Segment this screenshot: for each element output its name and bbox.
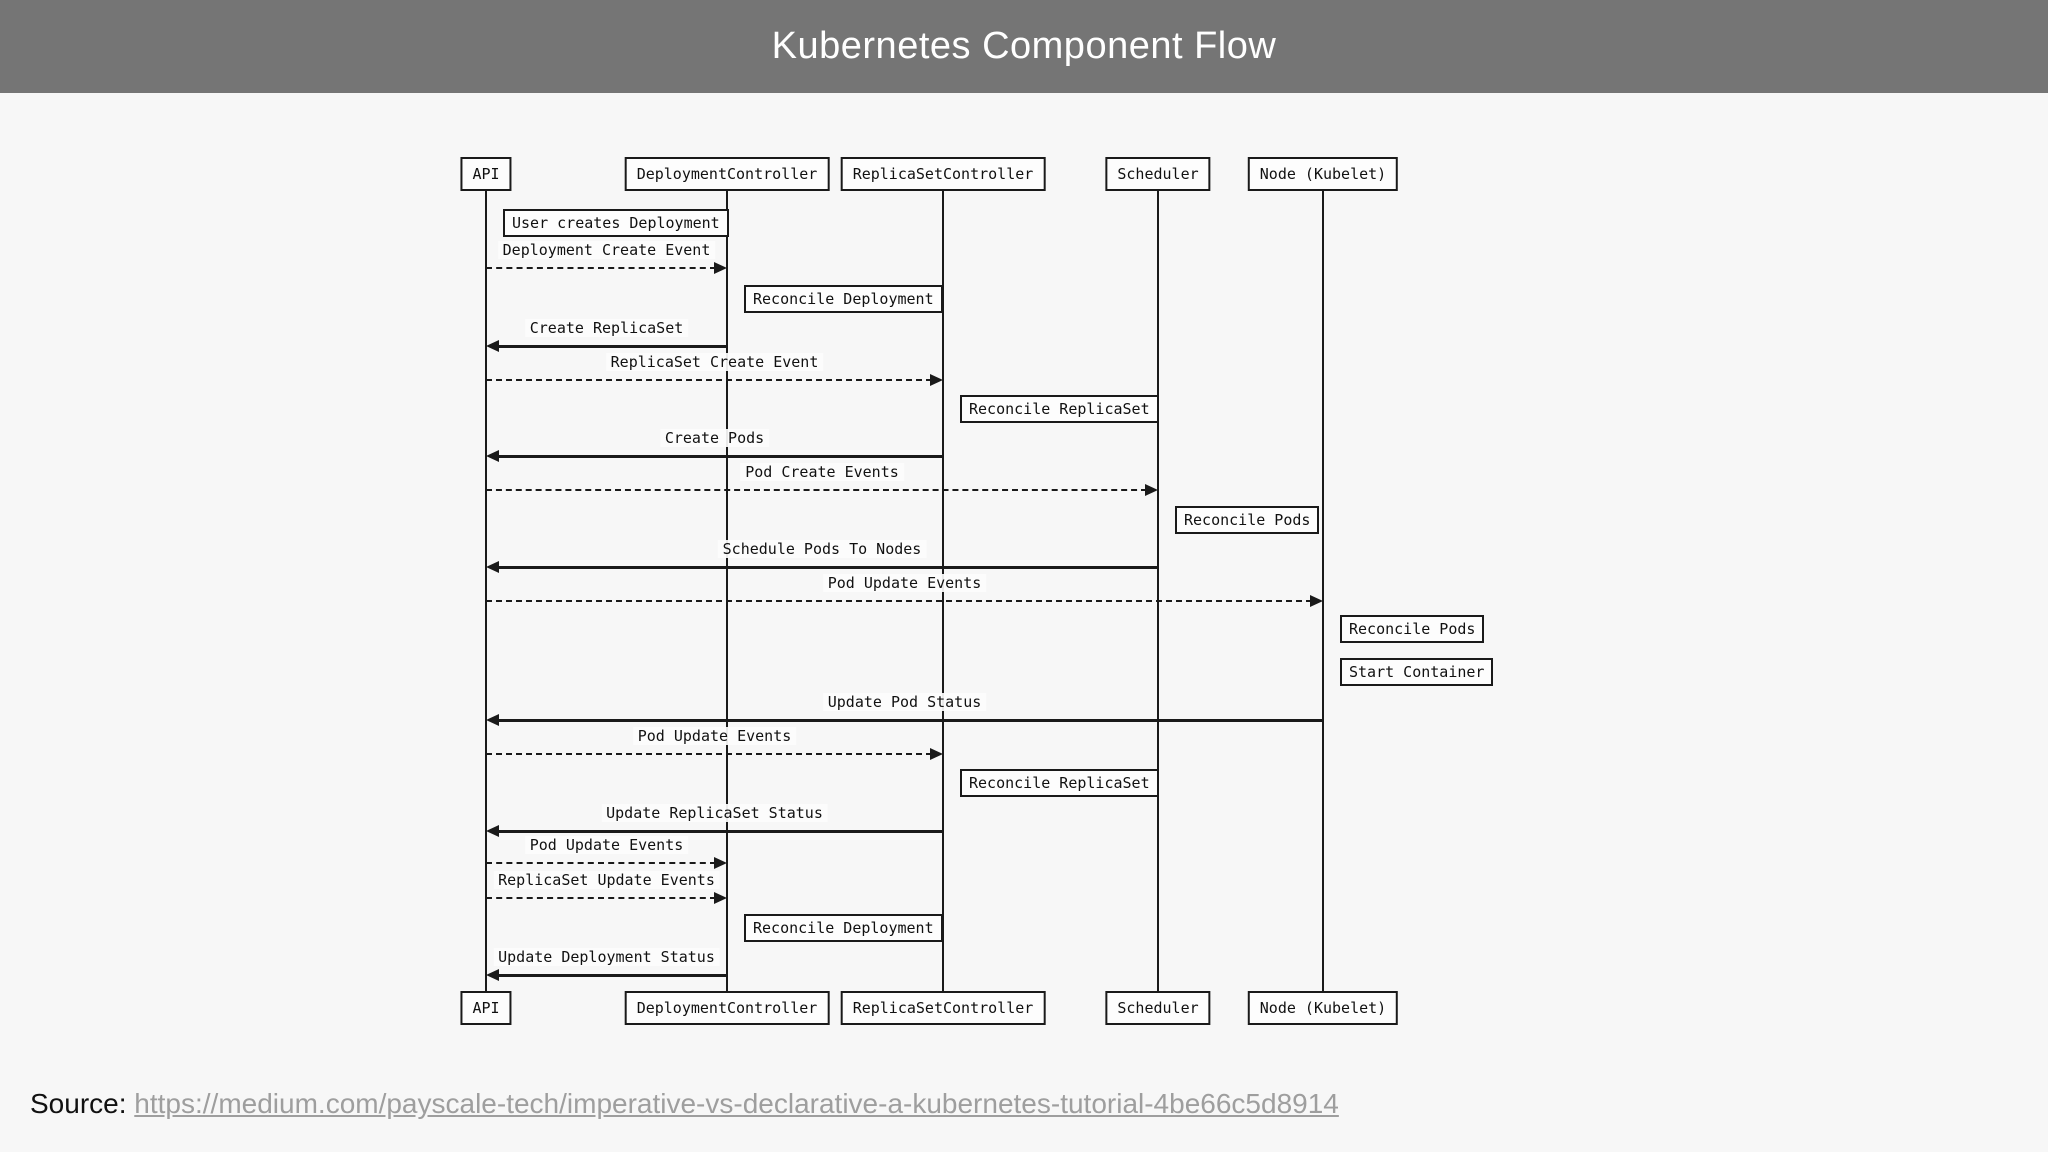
source-attribution: Source: https://medium.com/payscale-tech… — [30, 1088, 1339, 1120]
participant-replicaset-controller-bottom: ReplicaSetController — [840, 991, 1046, 1025]
message-line — [497, 830, 943, 833]
activity-note: Reconcile ReplicaSet — [960, 769, 1159, 797]
lifeline-replicaset-controller — [942, 191, 944, 993]
participant-deployment-controller-top: DeploymentController — [624, 157, 830, 191]
message-label: Schedule Pods To Nodes — [717, 540, 927, 558]
page-title: Kubernetes Component Flow — [771, 25, 1277, 67]
activity-note: Reconcile Pods — [1340, 615, 1485, 643]
participant-api-bottom: API — [460, 991, 512, 1025]
arrowhead — [486, 450, 499, 462]
arrowhead — [486, 825, 499, 837]
lifeline-api — [485, 191, 487, 993]
title-bar: Kubernetes Component Flow — [0, 0, 2048, 93]
activity-note: Reconcile Pods — [1175, 506, 1320, 534]
arrowhead — [714, 262, 727, 274]
message-line — [497, 719, 1323, 722]
arrowhead — [930, 748, 943, 760]
participant-scheduler-bottom: Scheduler — [1105, 991, 1211, 1025]
message-label: Pod Create Events — [740, 463, 904, 481]
participant-replicaset-controller-top: ReplicaSetController — [840, 157, 1046, 191]
lifeline-deployment-controller — [726, 191, 728, 993]
message-label: Deployment Create Event — [497, 241, 716, 259]
arrowhead — [1145, 484, 1158, 496]
arrowhead — [1310, 595, 1323, 607]
message-label: Pod Update Events — [524, 836, 689, 854]
activity-note: Reconcile ReplicaSet — [960, 395, 1159, 423]
message-line — [486, 489, 1147, 491]
lifeline-scheduler — [1157, 191, 1159, 993]
participant-api-top: API — [460, 157, 512, 191]
message-label: Pod Update Events — [632, 727, 797, 745]
participant-node-kubelet-top: Node (Kubelet) — [1247, 157, 1399, 191]
message-line — [486, 862, 716, 864]
message-label: ReplicaSet Create Event — [605, 353, 824, 371]
message-label: Update Deployment Status — [493, 948, 720, 966]
activity-note: User creates Deployment — [503, 209, 729, 237]
arrowhead — [930, 374, 943, 386]
message-line — [497, 345, 727, 348]
message-line — [486, 753, 932, 755]
source-label: Source: — [30, 1088, 127, 1119]
arrowhead — [714, 892, 727, 904]
message-line — [497, 455, 943, 458]
source-link[interactable]: https://medium.com/payscale-tech/imperat… — [134, 1088, 1339, 1119]
arrowhead — [486, 714, 499, 726]
activity-note: Start Container — [1340, 658, 1494, 686]
activity-note: Reconcile Deployment — [744, 285, 943, 313]
participant-deployment-controller-bottom: DeploymentController — [624, 991, 830, 1025]
message-line — [497, 566, 1158, 569]
message-label: Update ReplicaSet Status — [601, 804, 828, 822]
arrowhead — [486, 340, 499, 352]
arrowhead — [486, 561, 499, 573]
message-line — [486, 267, 716, 269]
arrowhead — [714, 857, 727, 869]
message-line — [497, 974, 727, 977]
message-line — [486, 600, 1312, 602]
message-label: Update Pod Status — [822, 693, 987, 711]
activity-note: Reconcile Deployment — [744, 914, 943, 942]
message-label: ReplicaSet Update Events — [493, 871, 720, 889]
lifeline-node-kubelet — [1322, 191, 1324, 993]
message-label: Create ReplicaSet — [524, 319, 689, 337]
message-line — [486, 897, 716, 899]
message-line — [486, 379, 932, 381]
message-label: Create Pods — [659, 429, 770, 447]
message-label: Pod Update Events — [822, 574, 987, 592]
participant-node-kubelet-bottom: Node (Kubelet) — [1247, 991, 1399, 1025]
participant-scheduler-top: Scheduler — [1105, 157, 1211, 191]
arrowhead — [486, 969, 499, 981]
